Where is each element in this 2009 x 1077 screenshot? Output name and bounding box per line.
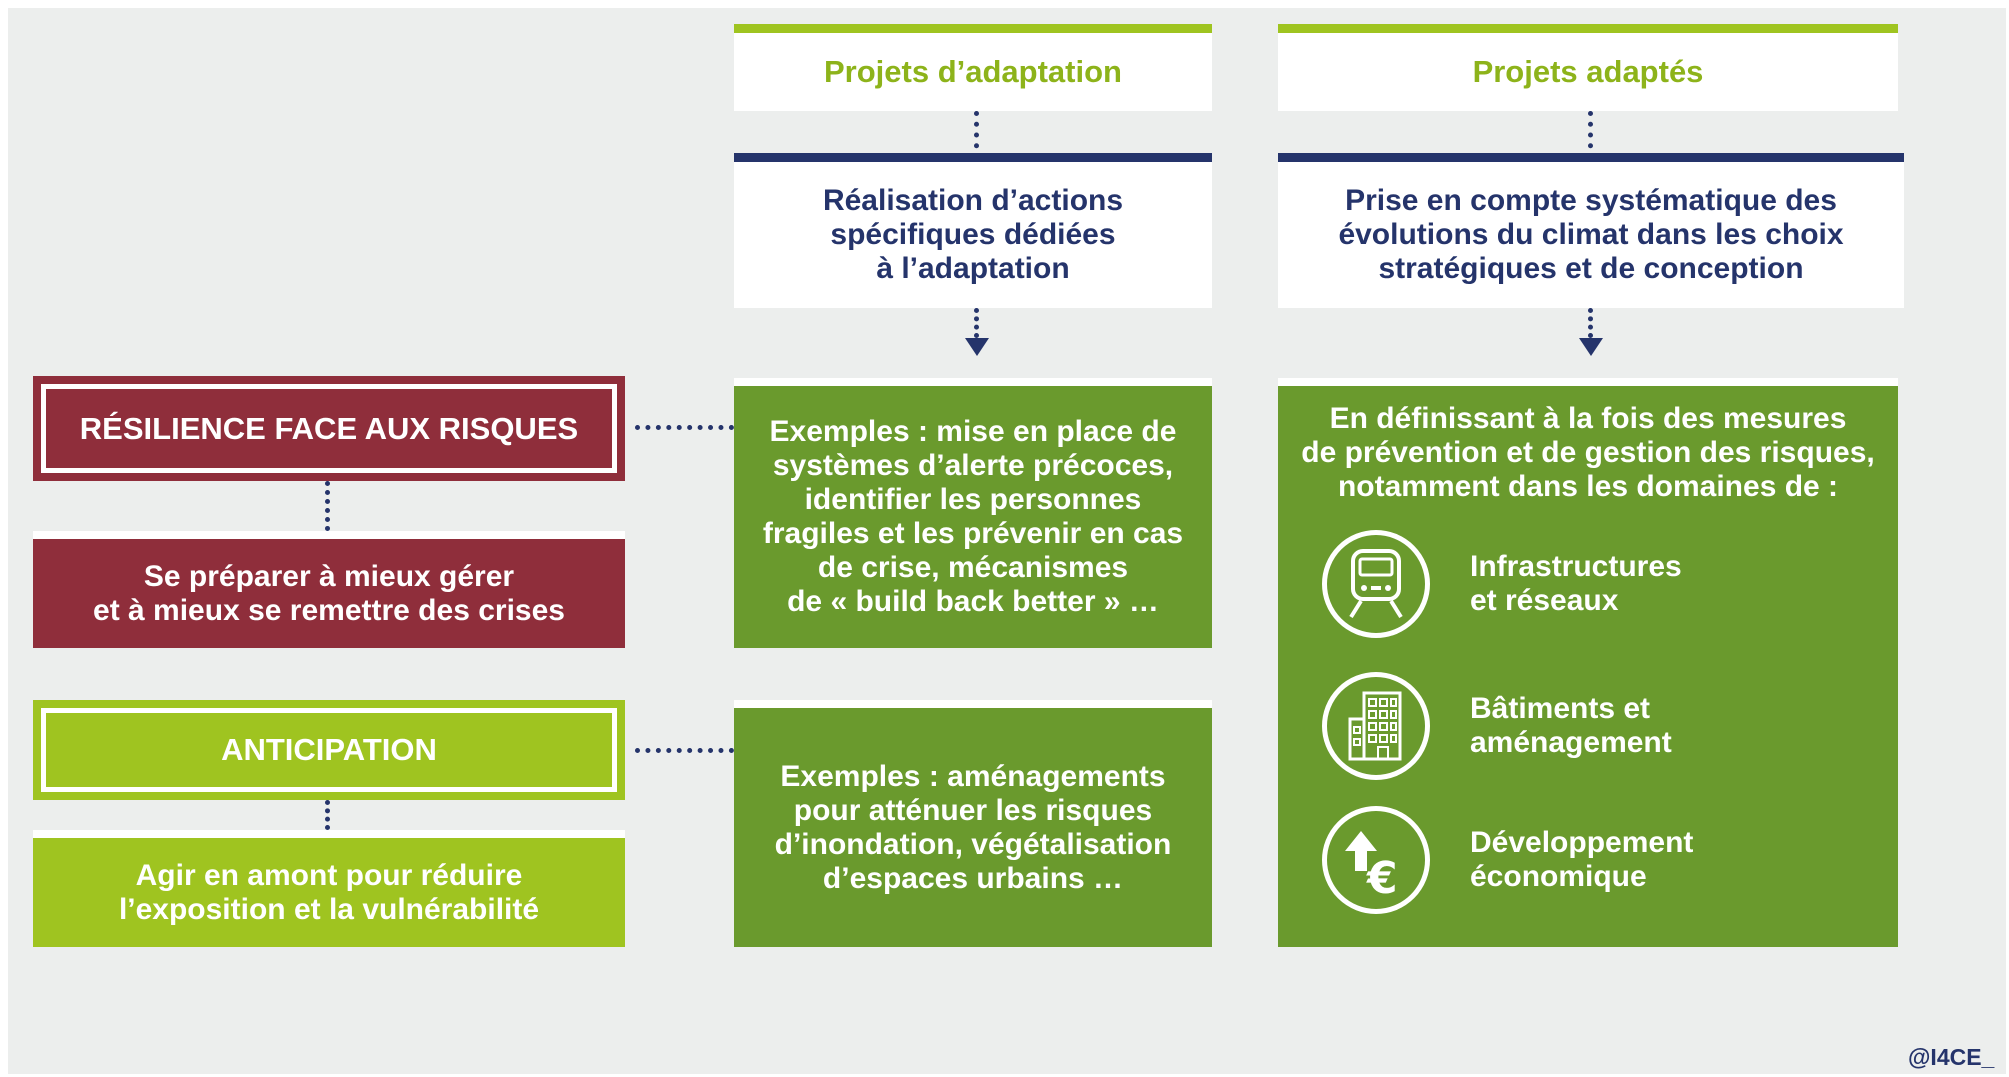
domain-item-developpement: € Développement économique [1322, 806, 1693, 914]
diagram-canvas: Projets d’adaptation Réalisation d’actio… [8, 8, 2006, 1074]
adapted-column-title: Projets adaptés [1278, 24, 1898, 111]
connector-resilience-examples [635, 425, 734, 430]
train-icon [1322, 530, 1430, 638]
resilience-description: Se préparer à mieux gérer et à mieux se … [33, 531, 625, 648]
domain-label-developpement: Développement économique [1470, 826, 1694, 893]
anticipation-title: ANTICIPATION [41, 708, 617, 792]
adaptation-column-description: Réalisation d’actions spécifiques dédiée… [734, 153, 1212, 308]
anticipation-description: Agir en amont pour réduire l’exposition … [33, 830, 625, 947]
anticipation-examples: Exemples : aménagements pour atténuer le… [734, 700, 1212, 947]
connector-resilience-desc [325, 481, 330, 531]
adaptation-column-title: Projets d’adaptation [734, 24, 1212, 111]
domain-label-batiments: Bâtiments et aménagement [1470, 692, 1672, 759]
domain-item-batiments: Bâtiments et aménagement [1322, 672, 1672, 780]
adapted-domains-box: En définissant à la fois des mesures de … [1278, 378, 1898, 947]
connector-adaptation-title [974, 111, 979, 159]
domain-label-infrastructures: Infrastructures et réseaux [1470, 550, 1682, 617]
connector-adapted-title [1588, 111, 1593, 159]
connector-anticipation-examples [635, 748, 734, 753]
connector-anticipation-desc [325, 800, 330, 830]
adapted-column-title-text: Projets adaptés [1472, 54, 1704, 89]
adapted-intro: En définissant à la fois des mesures de … [1301, 402, 1875, 503]
anticipation-title-box: ANTICIPATION [33, 700, 625, 800]
resilience-title-box: RÉSILIENCE FACE AUX RISQUES [33, 376, 625, 481]
credit-handle: @I4CE_ [1908, 1044, 1995, 1070]
adaptation-column-title-text: Projets d’adaptation [824, 54, 1122, 89]
building-icon [1322, 672, 1430, 780]
arrow-down-adaptation [965, 338, 989, 356]
domain-item-infrastructures: Infrastructures et réseaux [1322, 530, 1682, 638]
connector-adaptation-desc [974, 308, 979, 338]
arrow-down-adapted [1579, 338, 1603, 356]
svg-text:€: € [1366, 853, 1398, 895]
euro-growth-icon: € [1322, 806, 1430, 914]
connector-adapted-desc [1588, 308, 1593, 338]
resilience-title: RÉSILIENCE FACE AUX RISQUES [41, 384, 617, 473]
adapted-column-description: Prise en compte systématique des évoluti… [1278, 153, 1904, 308]
resilience-examples: Exemples : mise en place de systèmes d’a… [734, 378, 1212, 648]
